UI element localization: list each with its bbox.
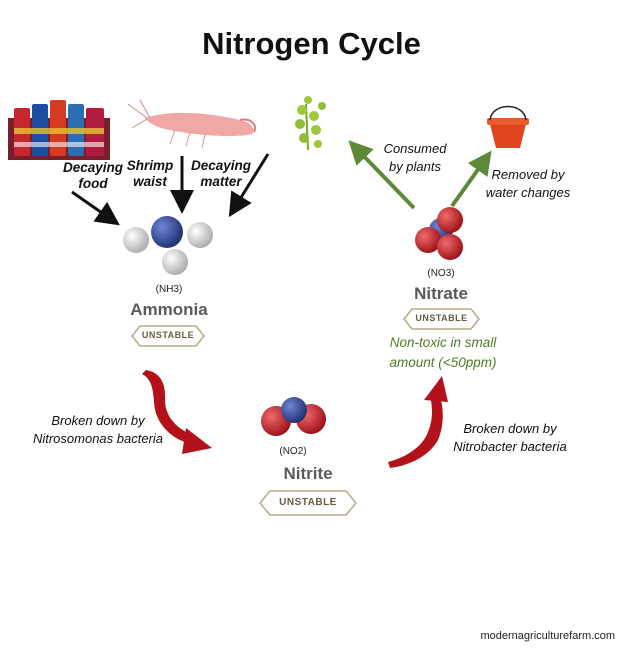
nitrite-badge-outline [259, 490, 357, 516]
nitrite-name: Nitrite [283, 464, 333, 483]
ammonia-badge: UNSTABLE [141, 330, 195, 340]
decaying-matter-label: Decaying matter [190, 158, 252, 189]
ammonia-molecule-icon [123, 216, 213, 275]
nitrate-formula: (NO3) [427, 268, 455, 279]
ammonia-formula: (NH3) [155, 284, 183, 295]
nitrate-name: Nitrate [414, 284, 468, 303]
decaying-food-label: Decaying food [62, 160, 124, 191]
arrow-matter-to-ammonia [228, 153, 270, 218]
fish-food-containers-image [8, 100, 110, 160]
nitrite-formula: (NO2) [279, 446, 307, 457]
nitrate-badge-outline [403, 308, 480, 330]
arrow-ammonia-to-nitrite [142, 370, 212, 454]
removed-by-water-changes-label: Removed by water changes [485, 167, 571, 200]
nitrosomonas-step-label: Broken down by Nitrosomonas bacteria [32, 413, 164, 446]
nitrate-molecule-icon [415, 207, 463, 260]
shrimp-image [127, 99, 256, 149]
nitrite-molecule-icon [261, 397, 326, 436]
aquatic-plant-image [295, 96, 326, 151]
nitrate-note-line2: amount (<50ppm) [389, 355, 497, 370]
watermark-text: modernagriculturefarm.com [480, 630, 616, 642]
nitrate-note-line1: Non-toxic in small [389, 335, 497, 350]
arrow-food-to-ammonia [71, 190, 120, 226]
ammonia-badge-outline [131, 325, 205, 347]
bucket-image [487, 105, 529, 148]
consumed-by-plants-label: Consumed by plants [383, 141, 447, 174]
nitrate-badge: UNSTABLE [415, 313, 468, 323]
nitrobacter-step-label: Broken down by Nitrobacter bacteria [453, 421, 567, 454]
shrimp-waist-label: Shrimp waist [126, 158, 174, 189]
page-title: Nitrogen Cycle [202, 26, 421, 61]
arrow-nitrate-to-bucket [450, 150, 492, 208]
arrow-nitrite-to-nitrate [388, 376, 448, 468]
arrow-nitrate-to-plants [348, 140, 416, 210]
nitrite-badge: UNSTABLE [279, 497, 337, 508]
ammonia-name: Ammonia [130, 300, 208, 319]
